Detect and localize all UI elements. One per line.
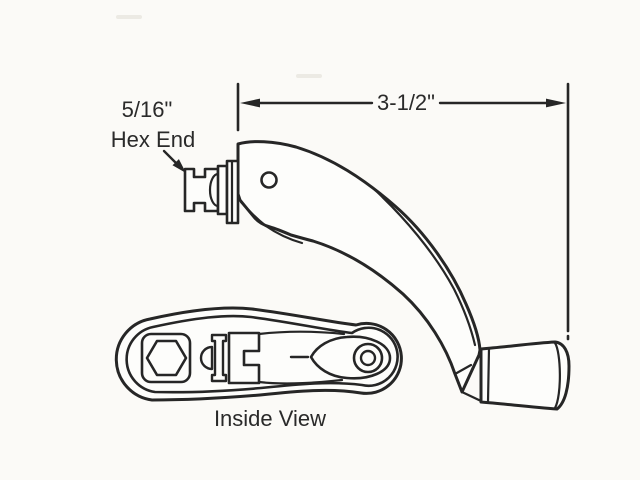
- grip-edge-line: [239, 200, 304, 245]
- leader-arrowhead-icon: [172, 159, 186, 173]
- inside-inner-outline: [125, 314, 399, 394]
- hex-size-label: 5/16": [122, 97, 173, 122]
- dimension-label: 3-1/2": [377, 90, 435, 115]
- clip-bar: [210, 333, 228, 383]
- handle-knob: [479, 340, 571, 411]
- dimension-arrowhead-left-icon: [240, 98, 260, 108]
- knob-left-detail-line: [486, 346, 491, 404]
- knob-body: [479, 340, 571, 411]
- rivet-hole: [260, 171, 278, 189]
- channel-line-top: [257, 330, 346, 336]
- hex-end-shaft: [183, 159, 240, 225]
- arm-tip-lines: [453, 363, 483, 403]
- dimension-annotation: 3-1/2": [236, 82, 570, 341]
- inside-view-label: Inside View: [214, 406, 326, 431]
- channel-line-bottom: [257, 378, 344, 385]
- arm-inner-line: [372, 187, 477, 347]
- scan-smudge: [296, 74, 322, 78]
- dimension-arrowhead-right-icon: [546, 98, 566, 108]
- spring-clip: [199, 345, 214, 371]
- side-view: [183, 140, 571, 411]
- hex-end-callout: 5/16" Hex End: [111, 97, 195, 173]
- knob-cap-arc: [553, 341, 561, 410]
- shaft-collar: [216, 164, 229, 216]
- clip-bracket: [227, 331, 261, 385]
- hex-socket: [145, 339, 188, 377]
- scan-smudge: [116, 15, 142, 19]
- pivot-hole: [359, 349, 377, 367]
- hex-end-label: Hex End: [111, 127, 195, 152]
- inside-view: Inside View: [114, 306, 403, 431]
